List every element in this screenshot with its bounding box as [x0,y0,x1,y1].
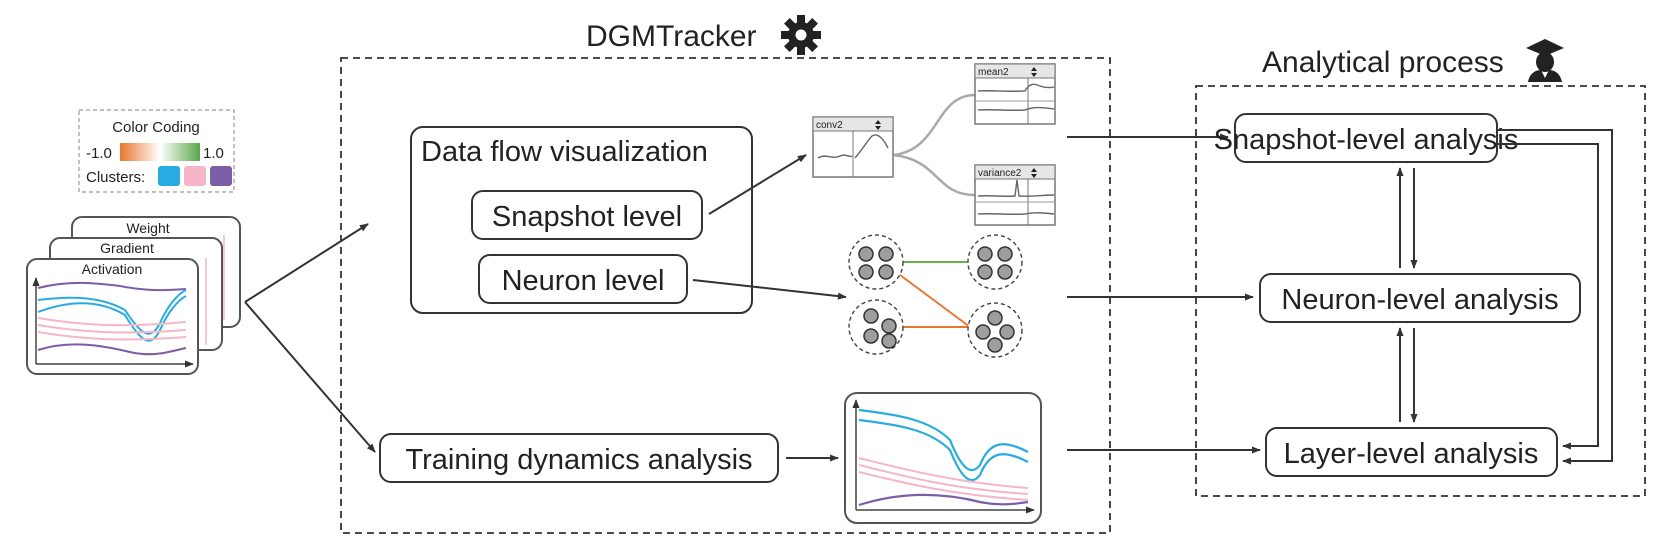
layer-analysis-box[interactable] [1265,427,1558,477]
arrow-snapshot-to-nodes [708,154,807,215]
gradient-card-label: Gradient [100,240,154,256]
loop-arrow-snapshot-to-layer-outer [1497,129,1613,465]
snapshot-level-box[interactable] [471,190,703,240]
neuron-cluster-graph [848,234,1023,358]
legend-title: Color Coding [112,119,200,136]
layer-analysis-label: Layer-level analysis [1284,438,1539,470]
snapshot-analysis-label: Snapshot-level analysis [1214,124,1519,156]
cluster-link-orange-cross [899,274,971,328]
dgmtracker-title: DGMTracker [586,20,757,53]
neuron-analysis-label: Neuron-level analysis [1281,284,1558,316]
neuron-analysis-box[interactable] [1259,273,1581,323]
dataflow-title: Data flow visualization [421,136,708,168]
training-dynamics-label: Training dynamics analysis [405,444,752,476]
arrow-input-to-dataflow [244,223,369,303]
legend-clusters-label: Clusters: [86,169,145,186]
loop-arrow-snapshot-to-layer-inner [1497,143,1599,450]
analyst-icon [1526,39,1564,82]
weight-card-label: Weight [126,220,169,236]
cluster-swatch-blue [158,166,180,186]
neuron-cluster[interactable] [848,299,904,355]
training-dynamics-box[interactable] [379,433,779,483]
legend-gradient-bar [120,143,200,161]
variance2-label: variance2 [978,168,1022,179]
dgmtracker-frame [340,57,1111,534]
gear-icon [781,15,821,55]
legend-min-label: -1.0 [86,145,112,162]
legend-max-label: 1.0 [203,145,224,162]
color-legend: Color Coding -1.0 1.0 Clusters: [78,109,235,193]
activation-card-label: Activation [82,261,143,277]
neuron-cluster[interactable] [967,302,1023,358]
arrow-input-to-training [244,301,376,453]
snapshot-flow-graph: conv2 mean2 variance2 [812,63,1056,226]
arrow-neuron-to-clusters [692,279,847,300]
neuron-cluster[interactable] [967,234,1023,290]
input-card-stack: Weight Gradient Activation [26,216,241,375]
training-dynamics-chart [844,392,1042,524]
conv2-label: conv2 [816,120,843,131]
analytical-process-title: Analytical process [1262,46,1504,79]
conv2-node[interactable]: conv2 [812,116,894,178]
neuron-level-label: Neuron level [502,265,665,297]
cluster-swatch-pink [184,166,206,186]
analytical-process-frame [1195,85,1646,497]
mean2-node[interactable]: mean2 [974,63,1056,125]
neuron-cluster[interactable] [848,234,904,290]
snapshot-analysis-box[interactable] [1234,113,1498,163]
neuron-level-box[interactable] [478,254,688,304]
activation-mini-chart [32,277,194,368]
mean2-label: mean2 [978,67,1009,78]
variance2-node[interactable]: variance2 [974,164,1056,226]
snapshot-level-label: Snapshot level [492,201,682,233]
cluster-swatch-purple [210,166,232,186]
